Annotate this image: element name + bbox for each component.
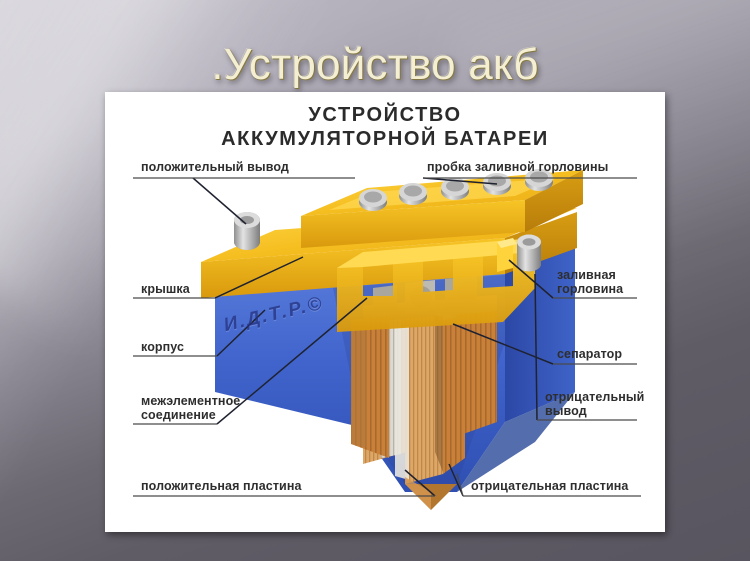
label-intercell-connection-line-2: соединение	[141, 408, 216, 422]
label-intercell-connection-line-1: межэлементное	[141, 394, 241, 408]
diagram-panel: УСТРОЙСТВО АККУМУЛЯТОРНОЙ БАТАРЕИ	[105, 92, 665, 532]
label-lid: крышка	[141, 282, 190, 296]
label-separator: сепаратор	[557, 347, 623, 361]
battery-cutaway-illustration	[133, 169, 641, 510]
label-filler-plug: пробка заливной горловины	[427, 160, 609, 174]
label-filler-neck-line-1: заливная	[557, 268, 616, 282]
label-negative-terminal-line-2: вывод	[545, 404, 587, 418]
figure-heading-line-1: УСТРОЙСТВО	[308, 104, 462, 126]
figure-heading-line-2: АККУМУЛЯТОРНОЙ БАТАРЕИ	[221, 128, 549, 150]
label-case: корпус	[141, 340, 185, 354]
label-negative-terminal-line-1: отрицательный	[545, 390, 645, 404]
label-positive-plate: положительная пластина	[141, 479, 302, 493]
label-negative-plate: отрицательная пластина	[471, 479, 629, 493]
label-positive-terminal: положительный вывод	[141, 160, 289, 174]
slide-title: .Устройство акб	[211, 40, 539, 89]
label-filler-neck-line-2: горловина	[557, 282, 624, 296]
